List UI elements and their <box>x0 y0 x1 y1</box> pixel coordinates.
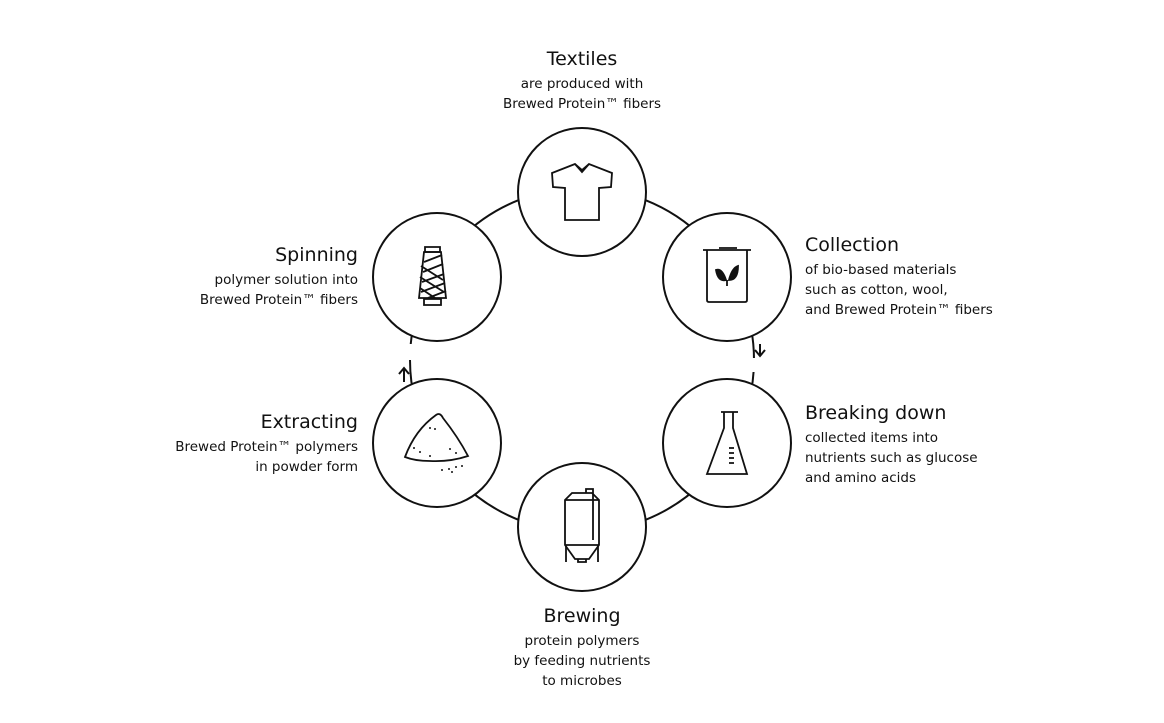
step-title: Breaking down <box>805 402 947 424</box>
shirt-icon <box>551 162 613 221</box>
step-desc: are produced with <box>520 76 644 92</box>
step-desc: and amino acids <box>805 470 917 486</box>
step-desc: Brewed Protein™ fibers <box>502 96 662 112</box>
node-extracting <box>372 378 502 508</box>
step-desc: by feeding nutrients <box>513 653 651 669</box>
node-textiles <box>517 127 647 257</box>
step-desc: collected items into <box>805 430 939 446</box>
step-desc: Brewed Protein™ polymers <box>175 439 358 455</box>
step-title: Textiles <box>546 48 618 70</box>
label-textiles: Textiles are produced with Brewed Protei… <box>503 46 661 114</box>
node-brewing <box>517 462 647 592</box>
step-desc: Brewed Protein™ fibers <box>199 292 358 308</box>
step-desc: polymer solution into <box>214 272 358 288</box>
powder-pile-icon <box>403 413 470 473</box>
step-desc: nutrients such as glucose <box>805 450 978 466</box>
step-desc: and Brewed Protein™ fibers <box>805 302 993 318</box>
label-brewing: Brewing protein polymers by feeding nutr… <box>514 603 651 691</box>
label-collection: Collection of bio-based materials such a… <box>805 232 993 320</box>
node-collection <box>662 212 792 342</box>
node-breaking-down <box>662 378 792 508</box>
step-desc: to microbes <box>542 673 622 689</box>
step-desc: such as cotton, wool, <box>805 282 948 298</box>
step-title: Collection <box>805 234 899 256</box>
step-title: Extracting <box>260 411 358 433</box>
flask-icon <box>705 411 749 475</box>
label-breaking-down: Breaking down collected items into nutri… <box>805 400 978 488</box>
step-desc: of bio-based materials <box>805 262 957 278</box>
arrow-up-icon <box>398 366 410 382</box>
yarn-cone-icon <box>417 246 448 306</box>
step-desc: in powder form <box>255 459 358 475</box>
step-title: Spinning <box>275 244 358 266</box>
arrow-down-icon <box>754 344 766 358</box>
label-spinning: Spinning polymer solution into Brewed Pr… <box>200 242 358 310</box>
fermenter-tank-icon <box>564 488 600 563</box>
step-title: Brewing <box>543 605 621 627</box>
step-desc: protein polymers <box>524 633 640 649</box>
bin-leaf-icon <box>703 247 751 303</box>
label-extracting: Extracting Brewed Protein™ polymers in p… <box>175 409 358 477</box>
